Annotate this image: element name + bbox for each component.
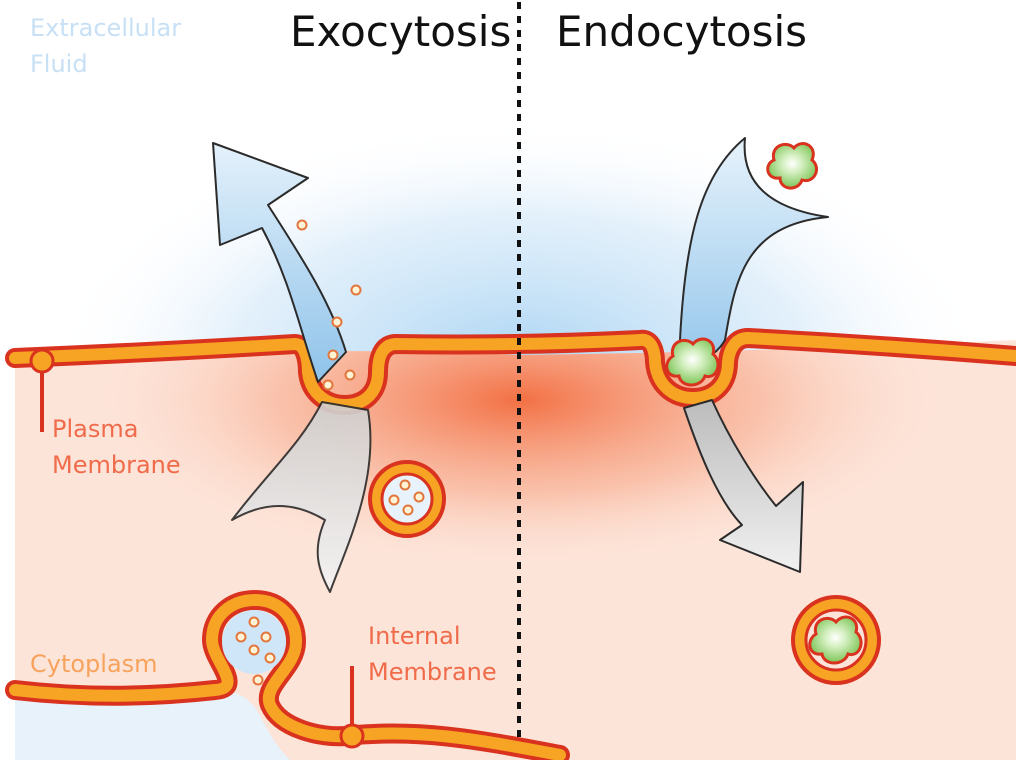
cargo-blob-vesicle: [808, 615, 863, 665]
exocytosis-grey-arrow: [231, 401, 372, 593]
label-plasma-line2: Membrane: [52, 451, 181, 479]
label-extracellular-line2: Fluid: [30, 50, 88, 78]
label-plasma-line1: Plasma: [52, 415, 138, 443]
endocytosis-arrow: [679, 137, 829, 358]
endocytosis-grey-arrow: [683, 399, 804, 573]
exocytosis-arrow: [212, 142, 347, 383]
label-internal-line2: Membrane: [368, 658, 497, 686]
internal-lumen: [15, 690, 290, 760]
cargo-blob-outside: [766, 142, 818, 190]
title-exocytosis: Exocytosis: [290, 7, 511, 56]
title-endocytosis: Endocytosis: [556, 7, 807, 56]
label-extracellular-line1: Extracellular: [30, 14, 181, 42]
cargo-blob-pit: [665, 337, 720, 387]
label-cytoplasm: Cytoplasm: [30, 650, 158, 678]
label-internal-line1: Internal: [368, 622, 461, 650]
